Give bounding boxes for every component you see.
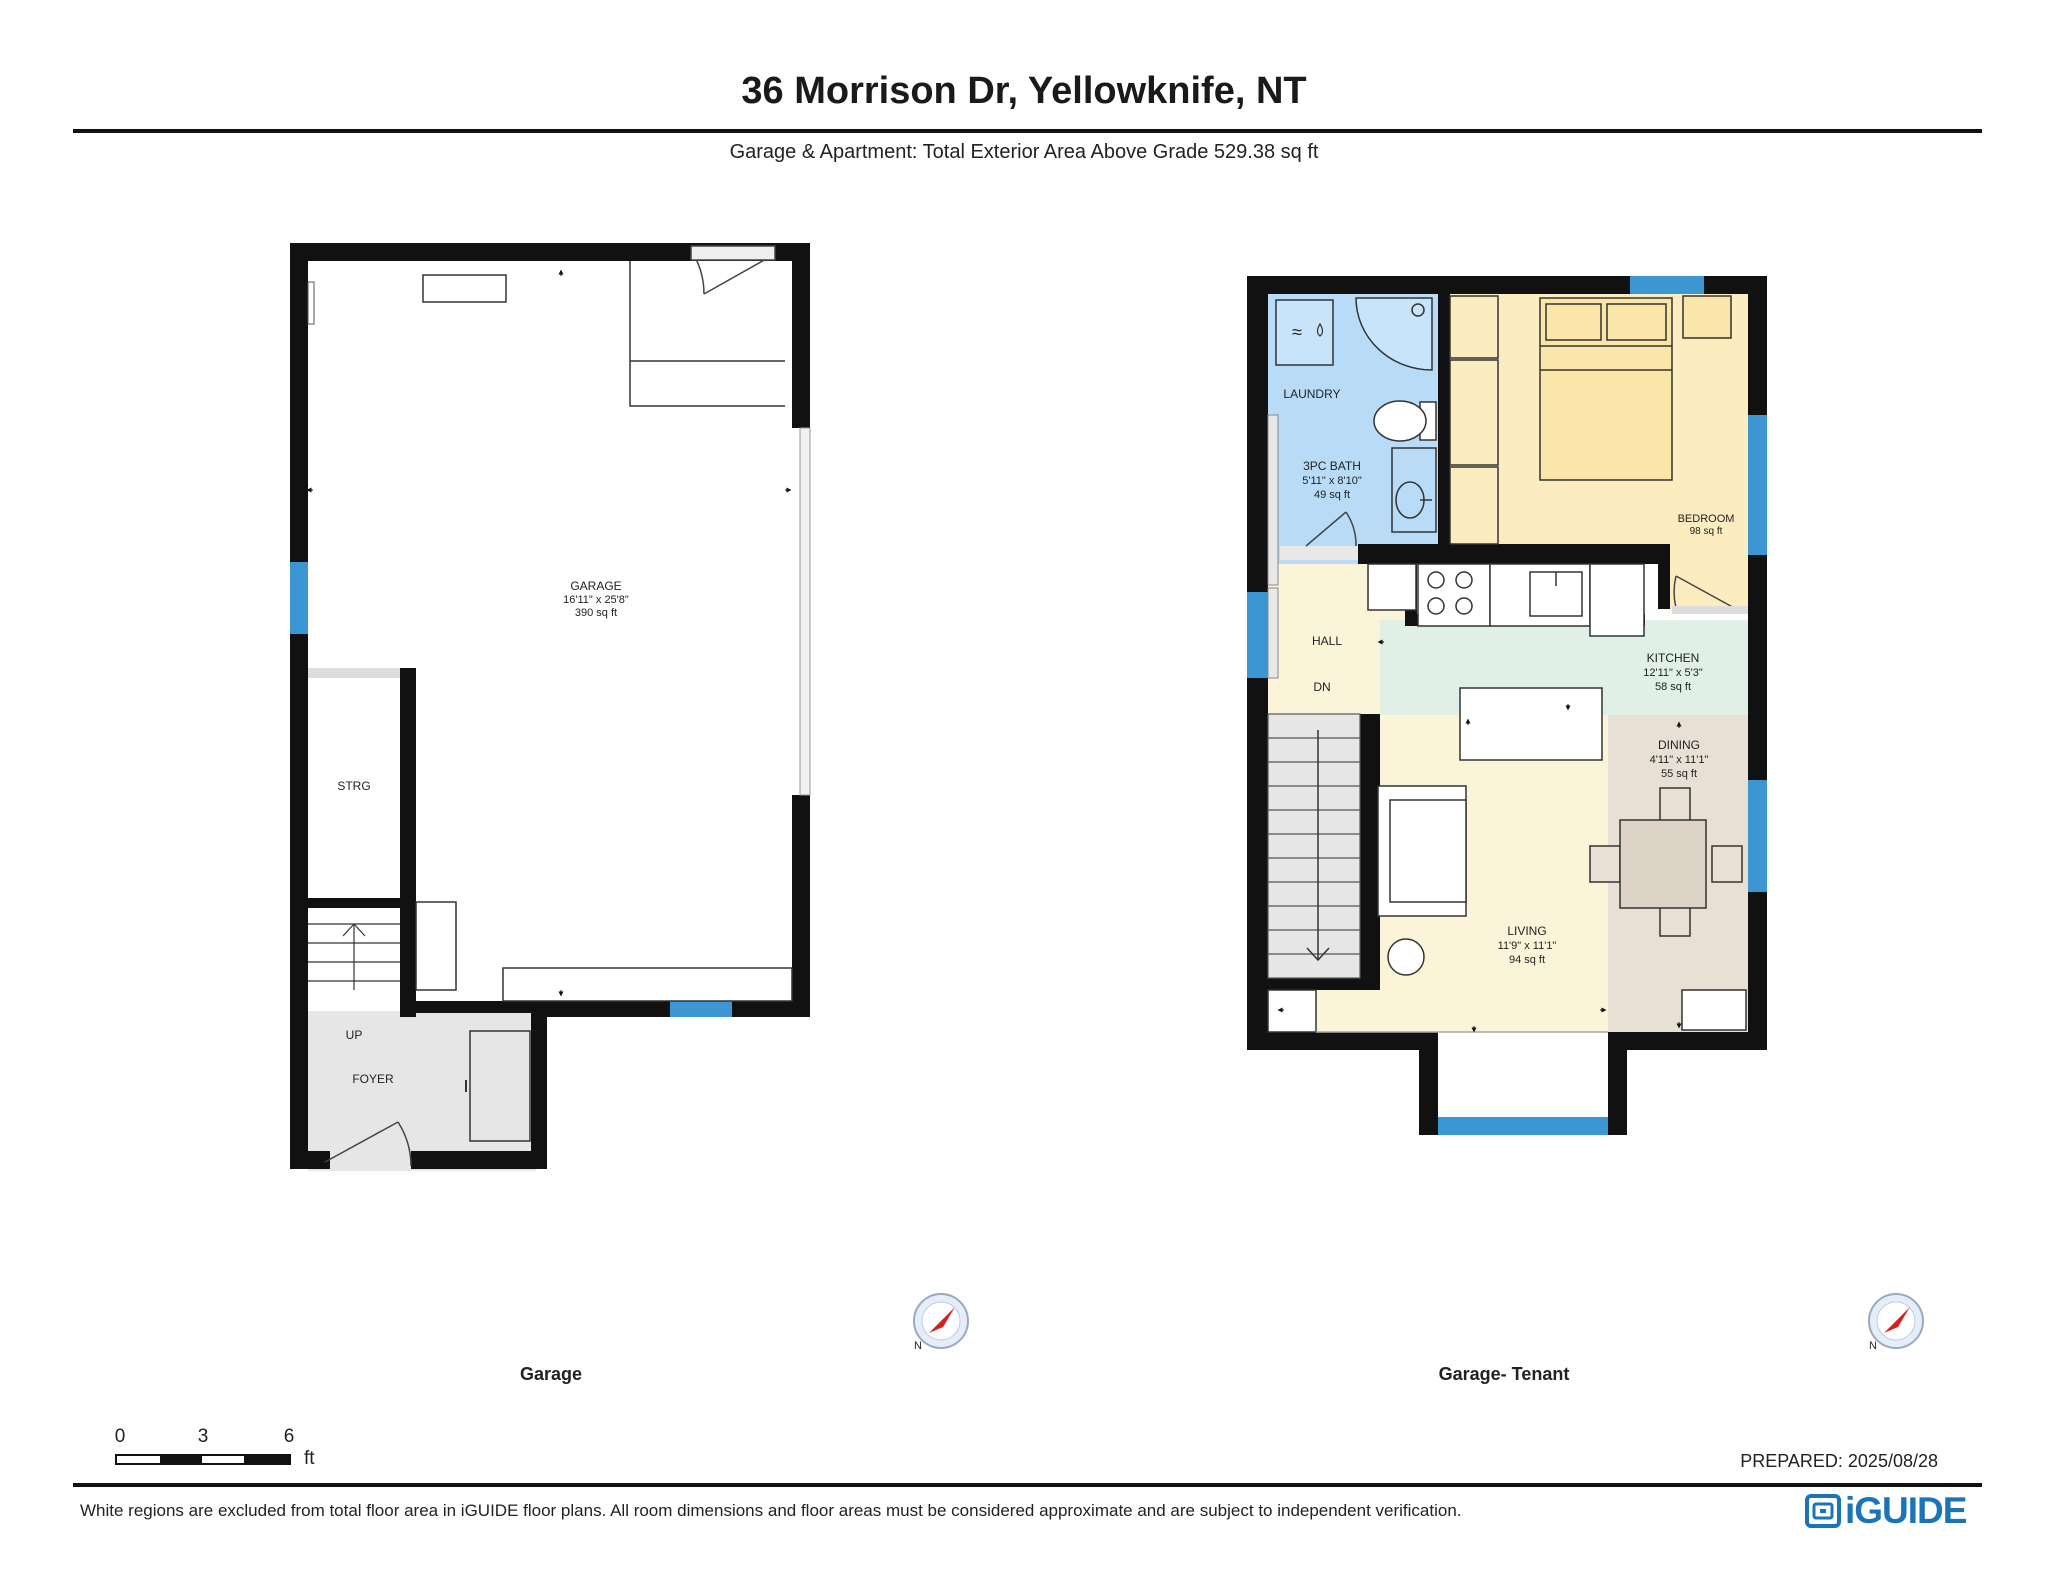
foyer-floor	[308, 1011, 536, 1171]
garage-walls	[290, 243, 810, 1169]
bath-room-dims: 5'11" x 8'10"	[1302, 475, 1362, 487]
garage-door	[799, 427, 811, 796]
dining-room-dims: 4'11" x 11'1"	[1650, 754, 1709, 766]
scale-tick-3: 3	[198, 1426, 209, 1447]
kitchen-sink-icon	[1529, 571, 1583, 617]
stairs-down-arrow-icon	[1306, 730, 1330, 962]
compass-icon: N	[913, 1293, 969, 1352]
bedroom-door-swing	[1672, 575, 1748, 614]
tenant-stairs	[1267, 713, 1361, 979]
garage-bottom-shelf	[502, 967, 793, 1002]
storage-door	[308, 668, 400, 678]
iguide-logo-icon	[1805, 1494, 1841, 1528]
foyer-room-name: FOYER	[352, 1072, 394, 1086]
scale-unit: ft	[304, 1448, 315, 1469]
tenant-plan-label: Garage- Tenant	[1439, 1364, 1570, 1384]
up-label: UP	[346, 1028, 363, 1042]
garage-fixture-left	[307, 281, 315, 325]
bedroom-room-area: 98 sq ft	[1690, 526, 1723, 537]
bath-door-gap	[1280, 546, 1358, 560]
hall-opening	[1267, 414, 1279, 586]
tenant-plan: ≈	[1247, 276, 1767, 1135]
scale-bar: 0 3 6 ft	[115, 1426, 316, 1469]
garage-room-area: 390 sq ft	[575, 607, 617, 619]
stove-icon	[1427, 571, 1473, 615]
bedroom-closet	[1449, 295, 1499, 545]
bath-room-area: 49 sq ft	[1314, 489, 1350, 501]
bedroom-floor-lower	[1658, 544, 1758, 609]
garage-room-name: GARAGE	[570, 579, 621, 593]
garage-shelf	[629, 261, 785, 407]
garage-fixture-top	[422, 274, 507, 303]
sofa-icon	[1377, 785, 1467, 917]
hall-opening-lower	[1267, 587, 1279, 679]
nightstand-icon	[1682, 295, 1732, 339]
title-divider	[73, 129, 1982, 133]
disclaimer-text: White regions are excluded from total fl…	[80, 1501, 1462, 1520]
kitchen-island	[1459, 687, 1603, 761]
garage-plan: GARAGE 16'11" x 25'8" 390 sq ft STRG UP …	[290, 243, 811, 1171]
living-room-dims: 11'9" x 11'1"	[1498, 940, 1557, 952]
side-table-icon	[1387, 938, 1425, 976]
living-room-name: LIVING	[1507, 924, 1546, 938]
drop-icon	[1316, 322, 1324, 337]
toilet-icon	[1373, 400, 1437, 442]
laundry-room-name: LAUNDRY	[1283, 387, 1340, 401]
entry-door	[1267, 989, 1608, 1033]
bath-room-name: 3PC BATH	[1303, 459, 1361, 473]
bed-icon	[1539, 297, 1673, 481]
foyer-cabinet	[469, 1030, 531, 1142]
dn-label: DN	[1313, 680, 1330, 694]
garage-door-swing	[690, 245, 776, 295]
page-subtitle: Garage & Apartment: Total Exterior Area …	[729, 141, 1319, 163]
kitchen-room-area: 58 sq ft	[1655, 681, 1691, 693]
garage-window-left	[290, 562, 308, 634]
hall-room-name: HALL	[1312, 634, 1342, 648]
tv-stand-icon	[1681, 989, 1747, 1031]
bedroom-room-name: BEDROOM	[1678, 513, 1735, 525]
washer-icon	[1275, 299, 1334, 366]
iguide-logo-text: iGUIDE	[1845, 1490, 1967, 1531]
kitchen-room-dims: 12'11" x 5'3"	[1643, 667, 1703, 679]
bath-vanity-icon	[1391, 447, 1437, 533]
footer-divider	[73, 1483, 1982, 1487]
garage-dimension-arrows	[306, 269, 792, 997]
iguide-logo: iGUIDE	[1805, 1490, 1967, 1532]
shower-icon	[1355, 297, 1433, 371]
compass-north-label: N	[1869, 1340, 1877, 1352]
dining-room-name: DINING	[1658, 738, 1700, 752]
page-title: 36 Morrison Dr, Yellowknife, NT	[741, 70, 1307, 112]
living-room-area: 94 sq ft	[1509, 954, 1545, 966]
storage-room-name: STRG	[337, 779, 370, 793]
prepared-date: PREPARED: 2025/08/28	[1740, 1451, 1938, 1471]
bath-door-swing	[1305, 511, 1357, 547]
garage-window-bottom	[670, 1001, 732, 1017]
tenant-windows	[1247, 276, 1767, 1135]
garage-room-dims: 16'11" x 25'8"	[563, 594, 629, 606]
compass-north-label: N	[914, 1340, 922, 1352]
compass-icon: N	[1868, 1293, 1924, 1352]
garage-plan-label: Garage	[520, 1364, 582, 1384]
dining-table-icon	[1589, 787, 1743, 937]
garage-stairs	[308, 923, 400, 990]
foyer-door-swing	[324, 1121, 412, 1167]
bay-floor	[1438, 1032, 1608, 1120]
tenant-dimension-arrows	[1277, 639, 1759, 1033]
wash-symbol-icon: ≈	[1292, 322, 1302, 342]
scale-tick-6: 6	[284, 1426, 295, 1447]
dining-room-area: 55 sq ft	[1661, 768, 1697, 780]
garage-bench	[415, 901, 457, 991]
kitchen-room-name: KITCHEN	[1647, 651, 1700, 665]
scale-tick-0: 0	[115, 1426, 126, 1447]
